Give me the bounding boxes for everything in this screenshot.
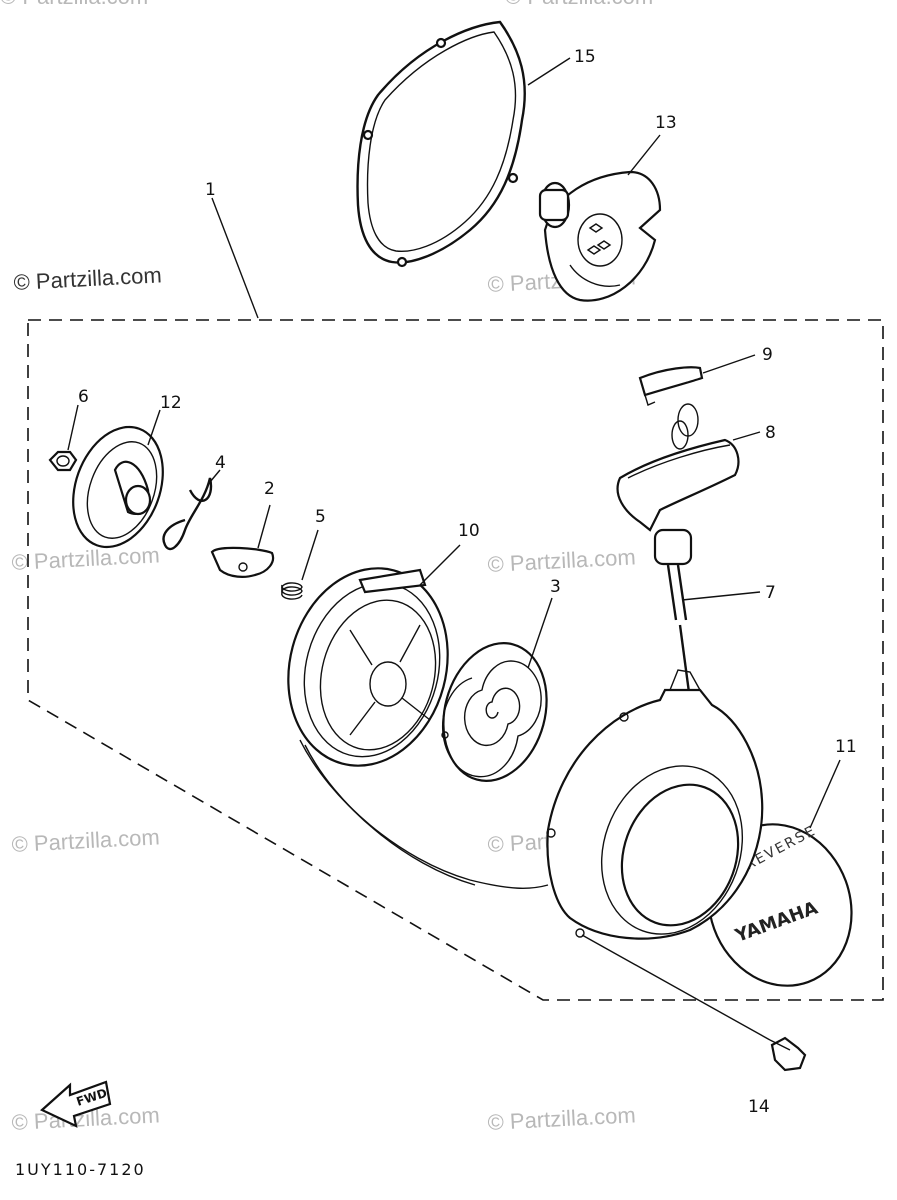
part-13-drive-plate[interactable] [538, 170, 662, 302]
callout-15: 15 [574, 47, 596, 67]
watermark-text: © Partzilla.com [487, 1102, 636, 1135]
callout-10: 10 [458, 521, 480, 541]
callout-9: 9 [762, 345, 773, 365]
callout-7: 7 [765, 583, 776, 603]
watermark-text: © Partzilla.com [487, 544, 636, 577]
watermark-text: © Partzilla.com [13, 262, 162, 295]
part-10-rope-reel[interactable] [267, 550, 469, 784]
callout-6: 6 [78, 387, 89, 407]
callout-12: 12 [160, 393, 182, 413]
fwd-arrow-icon: FWD [40, 1080, 112, 1128]
callout-2: 2 [264, 479, 275, 499]
diagram-code: 1UY110-7120 [15, 1160, 146, 1179]
callout-11: 11 [835, 737, 857, 757]
watermark-text: © Partzilla.com [11, 824, 160, 857]
part-5-spring[interactable] [281, 582, 303, 600]
part-2-pawl[interactable] [210, 546, 275, 578]
part-9-handle-cap[interactable] [638, 366, 704, 406]
callout-labels: 15 13 1 9 6 12 8 4 2 5 10 3 7 11 14 [78, 47, 857, 1117]
callout-13: 13 [655, 113, 677, 133]
callout-14: 14 [748, 1097, 770, 1117]
part-12-plate[interactable] [57, 414, 178, 559]
part-3-spiral-spring[interactable] [429, 631, 562, 792]
watermark-text: © Partzilla.com [0, 0, 148, 9]
watermark-text: © Partzilla.com [505, 0, 653, 9]
watermark-text: © Partzilla.com [11, 542, 160, 575]
part-6-nut[interactable] [48, 450, 78, 472]
assembly-boundary [27, 319, 884, 1001]
part-4-clip[interactable] [162, 477, 213, 551]
starter-case[interactable] [546, 669, 765, 954]
callout-3: 3 [550, 577, 561, 597]
callout-5: 5 [315, 507, 326, 527]
watermarks: © Partzilla.com © Partzilla.com © Partzi… [0, 0, 653, 1135]
callout-4: 4 [215, 453, 226, 473]
part-8-starter-handle[interactable] [616, 403, 740, 566]
callout-8: 8 [765, 423, 776, 443]
callout-1: 1 [205, 180, 216, 200]
part-7-starter-rope[interactable] [299, 564, 692, 889]
part-15-gasket[interactable] [356, 20, 526, 268]
part-14-bolt[interactable] [769, 1036, 807, 1072]
